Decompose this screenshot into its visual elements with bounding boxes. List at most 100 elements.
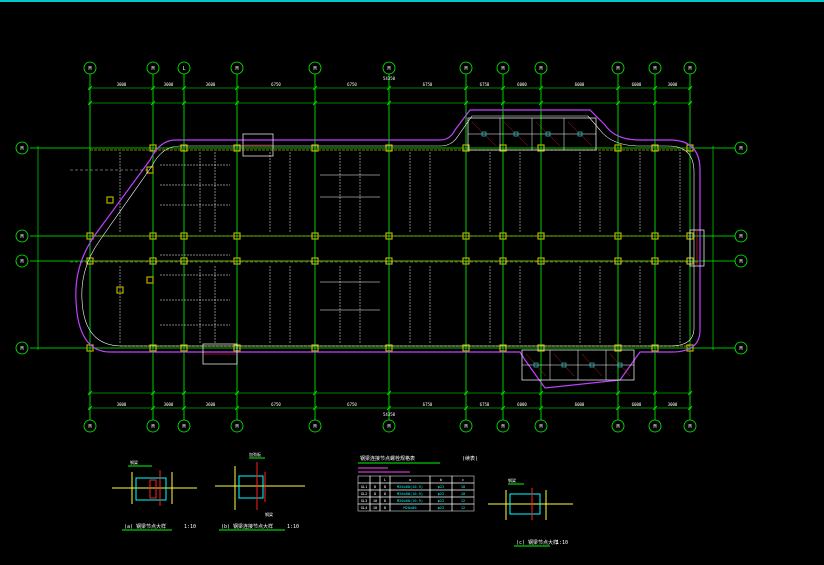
table-cell-text: 8 [384, 485, 386, 489]
table-cell-text: φ22 [438, 506, 445, 510]
table-cell-text: φ22 [438, 492, 445, 496]
axis-bubble-bottom-label: M [539, 424, 542, 430]
bottom-dimension: 6000 [517, 402, 527, 407]
column [385, 144, 393, 152]
axis-bubble-bottom-label: M [616, 424, 619, 430]
axis-bubble-bottom [308, 419, 322, 433]
column [149, 144, 157, 152]
table-cell-text: GL2 [361, 492, 368, 496]
table-cell-text: M20x80(10.9) [397, 485, 423, 489]
floor-beams [90, 149, 690, 347]
axis-bubble-top-label: M [688, 66, 691, 72]
axis-bubble-top [230, 61, 244, 75]
dimension-tick [386, 100, 392, 106]
table-cell [451, 503, 475, 512]
top-dimension: 3000 [164, 82, 174, 87]
column [311, 344, 319, 352]
table-cell-text: 10 [373, 499, 377, 503]
table-cell-text: 10 [373, 506, 377, 510]
top-dimension: 3000 [117, 82, 127, 87]
top-dimension: 6750 [423, 82, 433, 87]
column [106, 196, 114, 204]
bay-brace [581, 353, 603, 377]
top-dimension: 6750 [480, 82, 490, 87]
dimension-tick [386, 390, 392, 396]
table-cell-text: L [384, 478, 386, 482]
table-cell-text: 8 [384, 492, 386, 496]
axis-bubble-bottom [496, 419, 510, 433]
dimension-tick [463, 390, 469, 396]
column [86, 257, 94, 265]
axis-bubble-bottom-label: M [464, 424, 467, 430]
bottom-dimension: 3600 [206, 402, 216, 407]
bottom-total-dimension: 54350 [383, 412, 396, 417]
axis-bubble-top-label: M [653, 66, 656, 72]
bay-brace [553, 353, 575, 377]
detail-a-scale: 1:10 [184, 524, 196, 530]
axis-bubble-left [15, 341, 29, 355]
dimension-tick [87, 405, 93, 411]
column [149, 232, 157, 240]
bay-node [617, 362, 623, 368]
column [614, 257, 622, 265]
axis-bubble-top-label: M [313, 66, 316, 72]
svg-text:钢梁: 钢梁 [508, 477, 516, 483]
table-cell-text: GL4 [361, 506, 368, 510]
table-cell [357, 475, 371, 484]
axis-bubble-top [683, 61, 697, 75]
dimension-tick [312, 405, 318, 411]
dimension-tick [87, 390, 93, 396]
axis-bubble-bottom-label: M [235, 424, 238, 430]
top-total-dimension: 54350 [383, 76, 396, 81]
slab-outline-path [75, 109, 701, 389]
bottom-dimension: 6750 [423, 402, 433, 407]
axis-bubble-right-label: M [739, 146, 742, 152]
table-cell-text: GL1 [361, 485, 368, 489]
column [614, 144, 622, 152]
detail-c-scale: 1:10 [556, 540, 568, 546]
grid-lines [30, 74, 735, 420]
dimension-tick [234, 390, 240, 396]
axis-bubble-bottom-label: M [688, 424, 691, 430]
top-dimension: 3600 [206, 82, 216, 87]
bottom-dimension: 6750 [480, 402, 490, 407]
axis-bubble-top [382, 61, 396, 75]
top-dimension: 6000 [575, 82, 585, 87]
bay-brace [503, 121, 529, 147]
dimension-tick [87, 100, 93, 106]
table-cell [369, 475, 381, 484]
axis-bubble-top-label: M [151, 66, 154, 72]
dimension-tick [687, 100, 693, 106]
column [537, 232, 545, 240]
top-dimension: 6750 [271, 82, 281, 87]
axis-bubble-left [15, 141, 29, 155]
column [180, 257, 188, 265]
slab-inner-line [81, 115, 695, 347]
axis-bubble-top-label: M [235, 66, 238, 72]
bay-node [513, 131, 519, 137]
axis-bubble-top [459, 61, 473, 75]
table-cell-text: 10 [461, 492, 465, 496]
dimension-tick [463, 100, 469, 106]
column [233, 144, 241, 152]
detail-a-caption: (a) 钢梁节点大样 [124, 523, 166, 530]
bay-node [481, 131, 487, 137]
axis-bubble-left-label: M [20, 234, 23, 240]
dimension-tick [150, 85, 156, 91]
column [116, 286, 124, 294]
column [385, 344, 393, 352]
dimension-tick [687, 405, 693, 411]
bottom-dimension: 6000 [575, 402, 585, 407]
axis-bubble-bottom [459, 419, 473, 433]
axis-bubble-left-label: M [20, 346, 23, 352]
column [499, 232, 507, 240]
table-cell-text: φ22 [438, 485, 445, 489]
column [537, 344, 545, 352]
table-cell-text: φ22 [438, 499, 445, 503]
table-cell-text: a [409, 478, 411, 482]
bottom-dimension: 6750 [271, 402, 281, 407]
bay-node [589, 362, 595, 368]
dimension-tick [234, 85, 240, 91]
column [499, 257, 507, 265]
